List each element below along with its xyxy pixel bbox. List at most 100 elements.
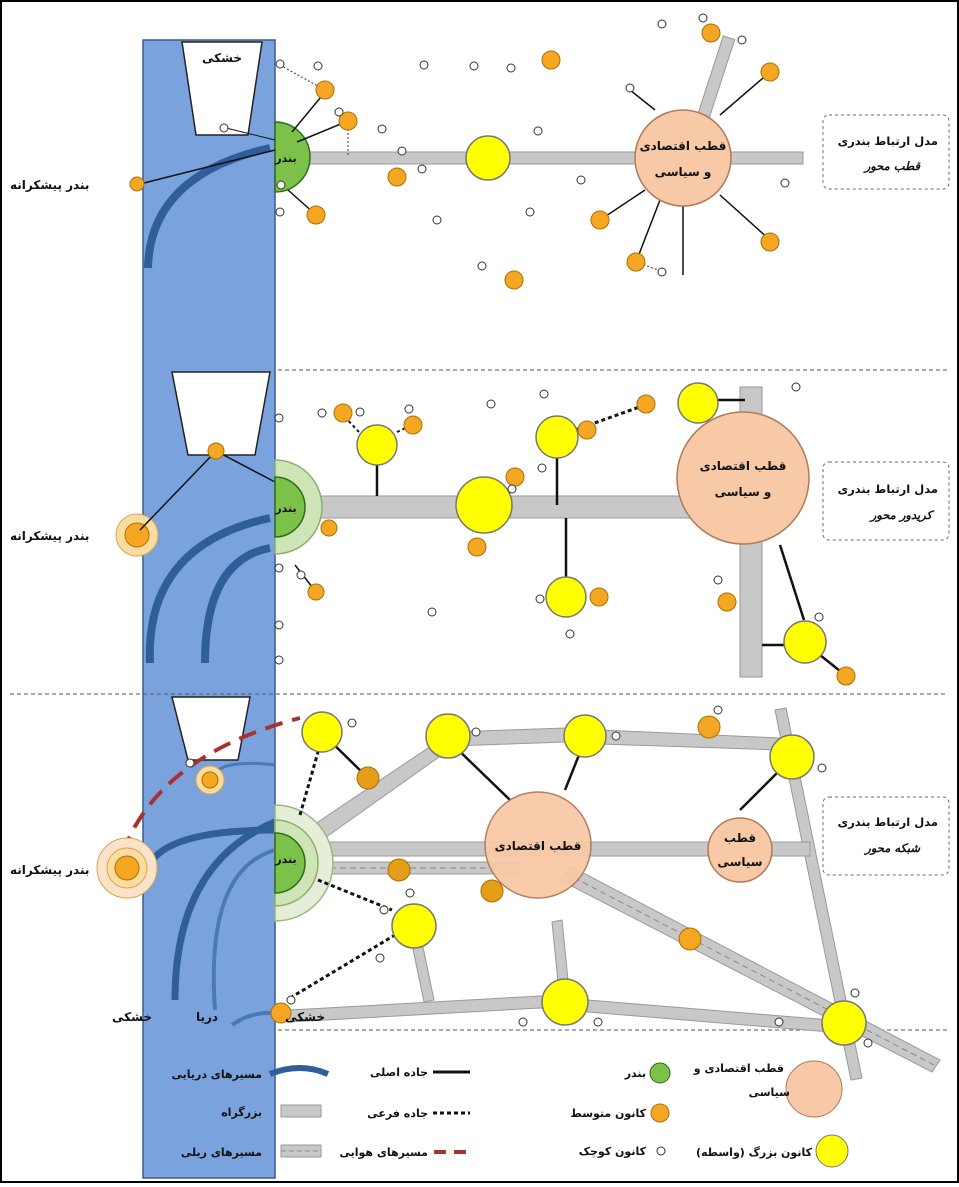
- legend-small-swatch: [656, 1146, 666, 1156]
- medium-center: [504, 270, 524, 290]
- model-title: مدل ارتباط بندری: [838, 134, 938, 148]
- small-center: [469, 61, 479, 71]
- small-center: [274, 620, 284, 630]
- small-center: [698, 13, 708, 23]
- small-center: [863, 1038, 873, 1048]
- legend-pole-label-1: قطب اقتصادی و: [693, 1062, 784, 1075]
- medium-center: [467, 537, 487, 557]
- panel-pole-model: خشکی بندر بندر پیشکرانه: [10, 13, 950, 290]
- sea-route: [144, 144, 271, 269]
- small-center: [432, 215, 442, 225]
- small-center: [296, 570, 306, 580]
- small-center: [780, 178, 790, 188]
- port-node: [274, 476, 306, 538]
- legend-sea-route-swatch: [268, 1065, 330, 1077]
- small-center: [375, 953, 385, 963]
- pole-label-2: و سیاسی: [655, 165, 712, 180]
- legend-port-label: بندر: [624, 1067, 646, 1080]
- legend-medium-label: کانون متوسط: [570, 1107, 646, 1120]
- large-center: [425, 713, 471, 759]
- small-center: [355, 407, 365, 417]
- medium-center: [315, 80, 335, 100]
- medium-center: [577, 420, 597, 440]
- legend-medium-swatch: [650, 1103, 670, 1123]
- economic-political-pole: [634, 109, 732, 207]
- small-center: [477, 261, 487, 271]
- small-center: [533, 126, 543, 136]
- small-center: [507, 484, 517, 494]
- legend: قطب اقتصادی و سیاسی کانون بزرگ (واسطه) ب…: [171, 1060, 849, 1168]
- large-center: [455, 476, 513, 534]
- forward-port-link: [139, 149, 276, 185]
- small-center: [774, 1017, 784, 1027]
- small-center: [657, 267, 667, 277]
- large-center: [301, 711, 343, 753]
- model-name: شبکه محور: [863, 841, 921, 856]
- large-center: [677, 382, 719, 424]
- medium-center: [836, 666, 856, 686]
- small-center: [525, 207, 535, 217]
- medium-center: [307, 583, 325, 601]
- dry-land-trapezoid: [181, 41, 263, 136]
- small-center: [317, 408, 327, 418]
- small-center: [737, 35, 747, 45]
- medium-center: [306, 205, 326, 225]
- main-road: [778, 544, 806, 621]
- legend-branch-road-label: جاده فرعی: [367, 1107, 428, 1120]
- small-center: [417, 164, 427, 174]
- political-pole-label-2: سیاسی: [717, 855, 762, 869]
- small-center: [535, 594, 545, 604]
- forward-port-label: بندر پیشکرانه: [10, 178, 89, 192]
- medium-center: [636, 394, 656, 414]
- small-center: [713, 575, 723, 585]
- forward-port-node: [114, 855, 140, 881]
- medium-center: [387, 858, 411, 882]
- small-center: [286, 995, 296, 1005]
- legend-large-swatch: [815, 1134, 849, 1168]
- model-label-box: [822, 461, 950, 541]
- pole-spoke: [635, 199, 661, 263]
- pole-spoke: [629, 89, 656, 111]
- dry-link: [225, 127, 276, 141]
- dry-label-right: خشکی: [285, 1010, 325, 1024]
- small-center: [185, 758, 195, 768]
- pole-label-1: قطب اقتصادی: [700, 459, 787, 473]
- model-label-box: [822, 114, 950, 190]
- small-center: [657, 19, 667, 29]
- small-center: [276, 180, 286, 190]
- pole-label-2: و سیاسی: [715, 485, 772, 500]
- inland-port-node: [201, 771, 219, 789]
- model-label-box: [822, 796, 950, 876]
- small-center: [274, 655, 284, 665]
- small-center: [593, 1017, 603, 1027]
- main-road: [215, 450, 276, 483]
- political-pole: [707, 817, 773, 883]
- medium-center: [590, 210, 610, 230]
- small-center: [625, 83, 635, 93]
- economic-political-pole: [676, 411, 810, 545]
- branch-road: [279, 64, 326, 91]
- medium-center: [589, 587, 609, 607]
- sea-route: [145, 514, 271, 664]
- medium-center: [678, 927, 702, 951]
- small-center: [611, 731, 621, 741]
- dry-land-trapezoid: [171, 371, 271, 456]
- small-center: [275, 207, 285, 217]
- branch-road: [289, 933, 396, 1000]
- sea-route: [217, 761, 276, 772]
- pole-label-1: قطب اقتصادی: [640, 139, 727, 153]
- small-center: [404, 404, 414, 414]
- small-center: [518, 1017, 528, 1027]
- medium-center: [480, 879, 504, 903]
- branch-road: [574, 403, 646, 432]
- political-pole-label-1: قطب: [724, 831, 756, 845]
- medium-center: [270, 1002, 292, 1024]
- legend-highway-label: بزرگراه: [221, 1106, 262, 1119]
- port-label: بندر: [274, 152, 296, 165]
- port-label: بندر: [274, 502, 296, 515]
- large-center: [769, 734, 815, 780]
- model-title: مدل ارتباط بندری: [838, 815, 938, 829]
- large-center: [821, 1000, 867, 1046]
- small-center: [791, 382, 801, 392]
